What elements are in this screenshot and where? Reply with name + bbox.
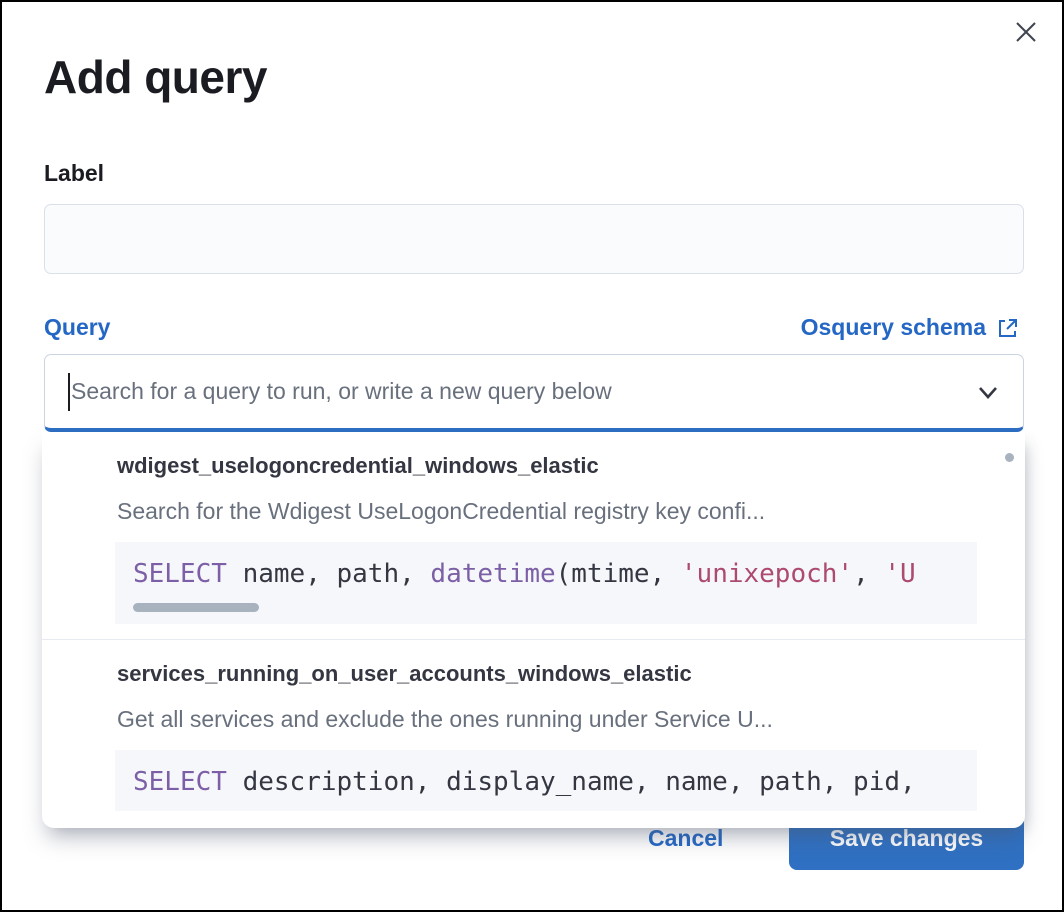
query-option-title: services_running_on_user_accounts_window… — [117, 661, 692, 686]
text-cursor-caret — [68, 373, 70, 411]
osquery-schema-link[interactable]: Osquery schema — [801, 314, 1020, 341]
sql-token: 'U — [884, 559, 916, 589]
query-option-code-block: SELECT name, path, datetime(mtime, 'unix… — [115, 542, 977, 624]
sql-token: description, display_name, name, path, p… — [226, 767, 916, 797]
external-link-icon — [999, 318, 1017, 337]
query-option-services[interactable]: services_running_on_user_accounts_window… — [42, 640, 1025, 811]
query-field-label: Query — [44, 314, 111, 340]
label-field-label: Label — [44, 160, 105, 186]
query-option-description: Search for the Wdigest UseLogonCredentia… — [117, 498, 766, 524]
label-input[interactable] — [44, 204, 1024, 274]
horizontal-scrollbar-thumb[interactable] — [133, 603, 259, 612]
sql-token: SELECT — [133, 767, 227, 797]
close-x-glyph — [1016, 22, 1036, 42]
query-search-input[interactable] — [45, 378, 1023, 405]
query-option-title: wdigest_uselogoncredential_windows_elast… — [117, 453, 599, 478]
sql-token: datetime — [430, 559, 556, 589]
cancel-button[interactable]: Cancel — [648, 825, 724, 851]
sql-token: SELECT — [133, 559, 227, 589]
option-divider — [42, 639, 1025, 640]
vertical-scrollbar-thumb[interactable] — [1005, 453, 1014, 462]
osquery-schema-link-label: Osquery schema — [800, 314, 986, 340]
sql-code-line: SELECT description, display_name, name, … — [133, 765, 959, 799]
query-suggestions-dropdown: wdigest_uselogoncredential_windows_elast… — [42, 432, 1025, 828]
sql-code-line: SELECT name, path, datetime(mtime, 'unix… — [133, 557, 959, 591]
query-option-code-block: SELECT description, display_name, name, … — [115, 750, 977, 811]
sql-token: 'unixepoch' — [680, 559, 854, 589]
chevron-down-icon[interactable] — [975, 379, 1001, 405]
query-option-description: Get all services and exclude the ones ru… — [117, 706, 773, 732]
query-option-wdigest[interactable]: wdigest_uselogoncredential_windows_elast… — [42, 432, 1025, 624]
query-search-combobox — [44, 354, 1024, 432]
sql-token: name, path, — [226, 559, 431, 589]
sql-token: , — [853, 559, 885, 589]
sql-token: (mtime, — [555, 559, 681, 589]
close-icon[interactable] — [1012, 18, 1040, 46]
modal-title: Add query — [44, 51, 267, 103]
